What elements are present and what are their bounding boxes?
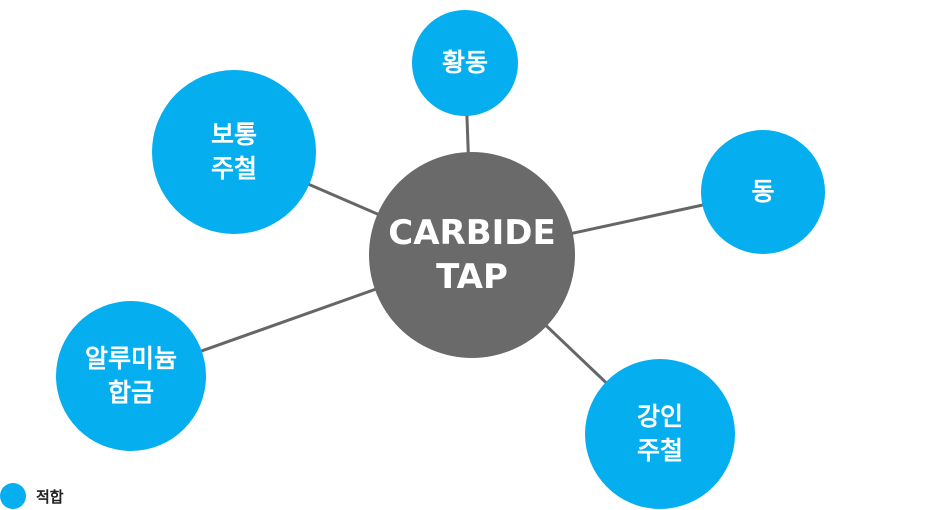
node-gray-cast-iron: 보통 주철 [152,70,316,234]
center-node-carbide-tap: CARBIDE TAP [369,152,575,358]
node-aluminum-alloy: 알루미늄 합금 [56,301,206,451]
node-brass: 황동 [412,10,518,116]
legend: 적합 [0,483,64,509]
legend-label: 적합 [36,487,64,506]
node-copper: 동 [701,130,825,254]
legend-swatch-icon [0,483,26,509]
node-ductile-cast-iron: 강인 주철 [585,359,735,509]
